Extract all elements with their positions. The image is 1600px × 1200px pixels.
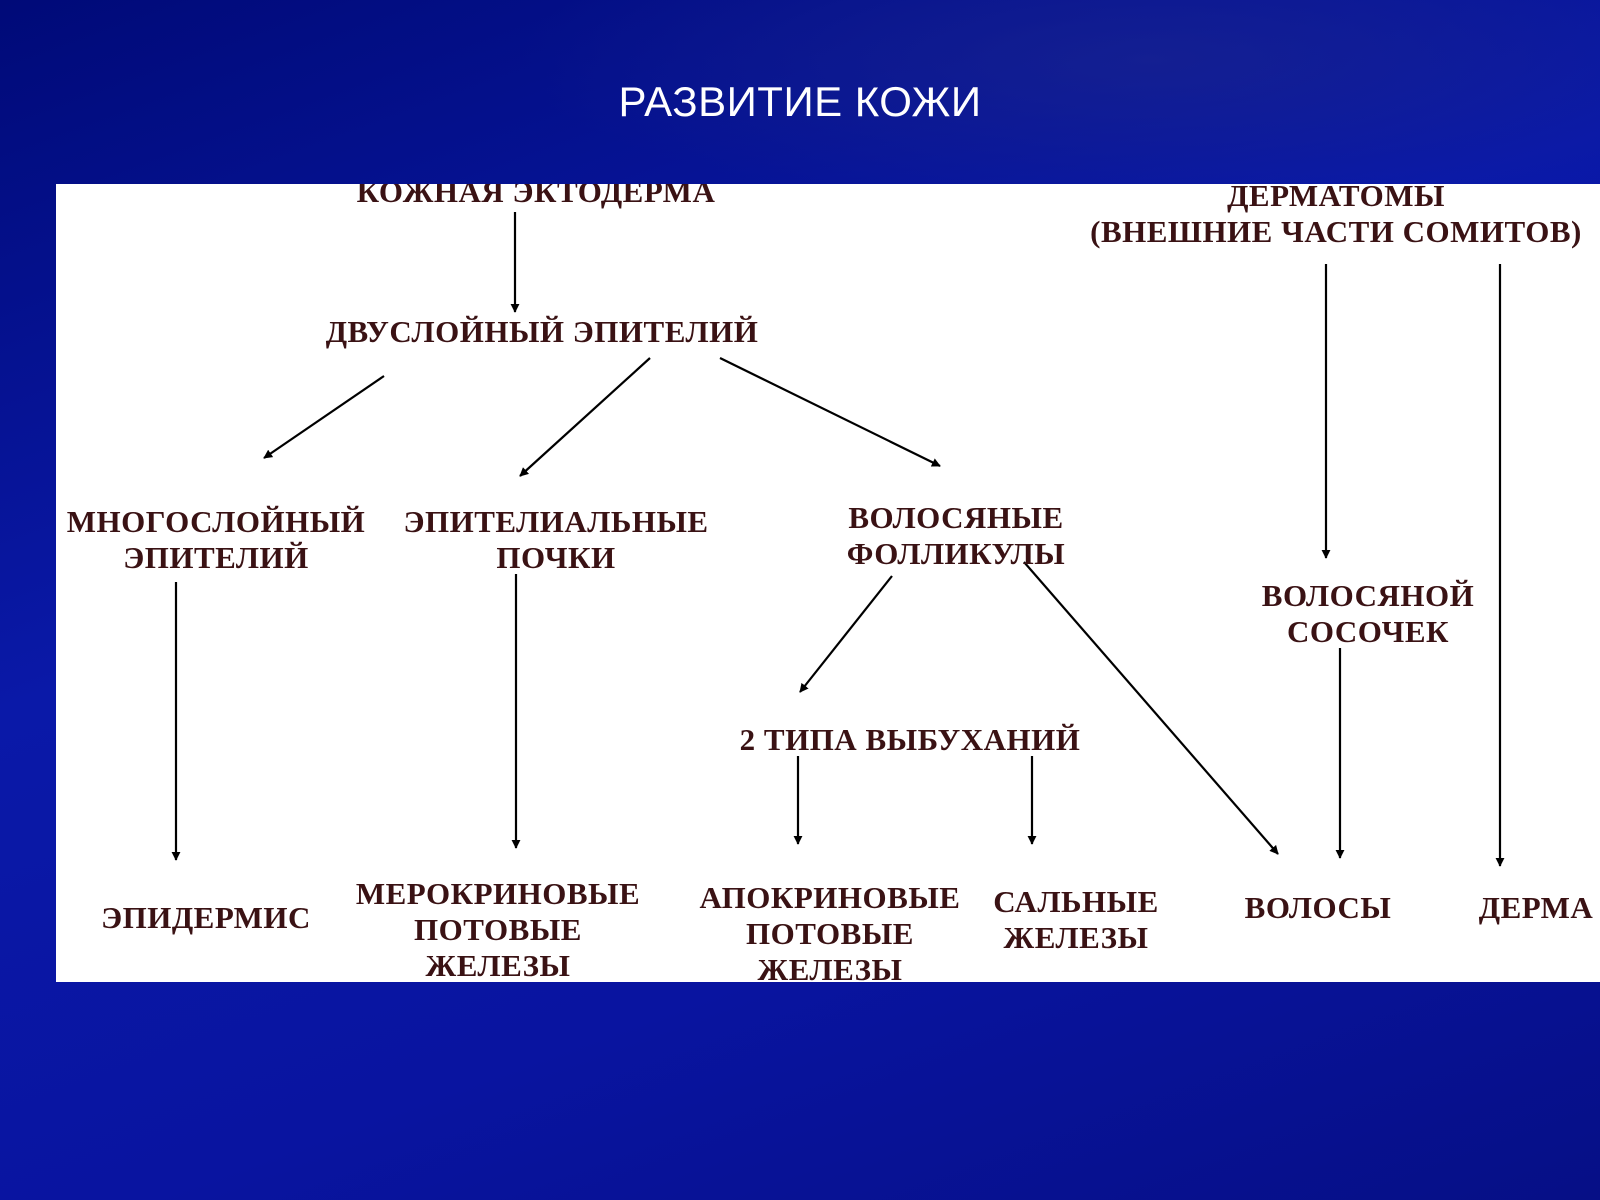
node-label-line: (ВНЕШНИЕ ЧАСТИ СОМИТОВ) [1090, 214, 1582, 249]
arrow-two-layer-epithelium-to-hair-follicles [719, 357, 941, 467]
arrow-hair-follicles-to-hair [1023, 561, 1279, 855]
node-hair: ВОЛОСЫ [1245, 890, 1392, 926]
node-label-line: ПОТОВЫЕ [746, 916, 914, 951]
node-label-line: СОСОЧЕК [1286, 614, 1450, 649]
node-label-line: МЕРОКРИНОВЫЕ [355, 876, 641, 911]
node-label-line: АПОКРИНОВЫЕ [699, 880, 961, 915]
node-two-types-outgrowths: 2 ТИПА ВЫБУХАНИЙ [740, 722, 1081, 758]
node-epidermis: ЭПИДЕРМИС [101, 900, 311, 936]
node-label-line: ЖЕЛЕЗЫ [425, 948, 571, 982]
node-label-line: ЖЕЛЕЗЫ [1003, 920, 1149, 955]
node-label-line: ДЕРМАТОМЫ [1227, 184, 1445, 213]
node-label-line: ЭПИТЕЛИЙ [123, 540, 309, 575]
node-two-layer-epithelium: ДВУСЛОЙНЫЙ ЭПИТЕЛИЙ [326, 314, 759, 350]
node-label-line: МНОГОСЛОЙНЫЙ [66, 504, 366, 539]
node-label-line: ЭПИТЕЛИАЛЬНЫЕ [403, 504, 709, 539]
diagram-arrows [171, 212, 1505, 867]
arrow-two-layer-epithelium-to-stratified-epithelium [263, 375, 385, 459]
node-label-line: ВОЛОСЯНОЙ [1261, 578, 1475, 613]
node-label-line: ЭПИДЕРМИС [101, 900, 311, 935]
diagram-panel: КОЖНАЯ ЭКТОДЕРМА ДВУСЛОЙНЫЙ ЭПИТЕЛИЙ МНО… [56, 184, 1600, 982]
node-label-line: ПОЧКИ [496, 540, 616, 575]
node-label-line: ПОТОВЫЕ [414, 912, 582, 947]
arrow-hair-follicles-to-two-types-outgrowths [799, 575, 893, 693]
node-label-line: КОЖНАЯ ЭКТОДЕРМА [356, 184, 716, 209]
node-derma: ДЕРМА [1479, 890, 1594, 926]
node-label-line: САЛЬНЫЕ [993, 884, 1159, 919]
node-label-line: ЖЕЛЕЗЫ [757, 952, 903, 982]
node-dermatomes: ДЕРМАТОМЫ(ВНЕШНИЕ ЧАСТИ СОМИТОВ) [1090, 184, 1582, 250]
node-skin-ectoderm: КОЖНАЯ ЭКТОДЕРМА [357, 184, 716, 210]
node-label-line: ДЕРМА [1478, 890, 1594, 925]
arrow-two-layer-epithelium-to-epithelial-buds [519, 357, 651, 477]
node-label-line: ФОЛЛИКУЛЫ [846, 536, 1066, 571]
node-label-line: ВОЛОСЫ [1244, 890, 1392, 925]
slide-title: РАЗВИТИЕ КОЖИ [618, 78, 982, 125]
node-label-line: ДВУСЛОЙНЫЙ ЭПИТЕЛИЙ [325, 314, 759, 349]
node-label-line: ВОЛОСЯНЫЕ [848, 500, 1064, 535]
node-label-line: 2 ТИПА ВЫБУХАНИЙ [739, 722, 1081, 757]
